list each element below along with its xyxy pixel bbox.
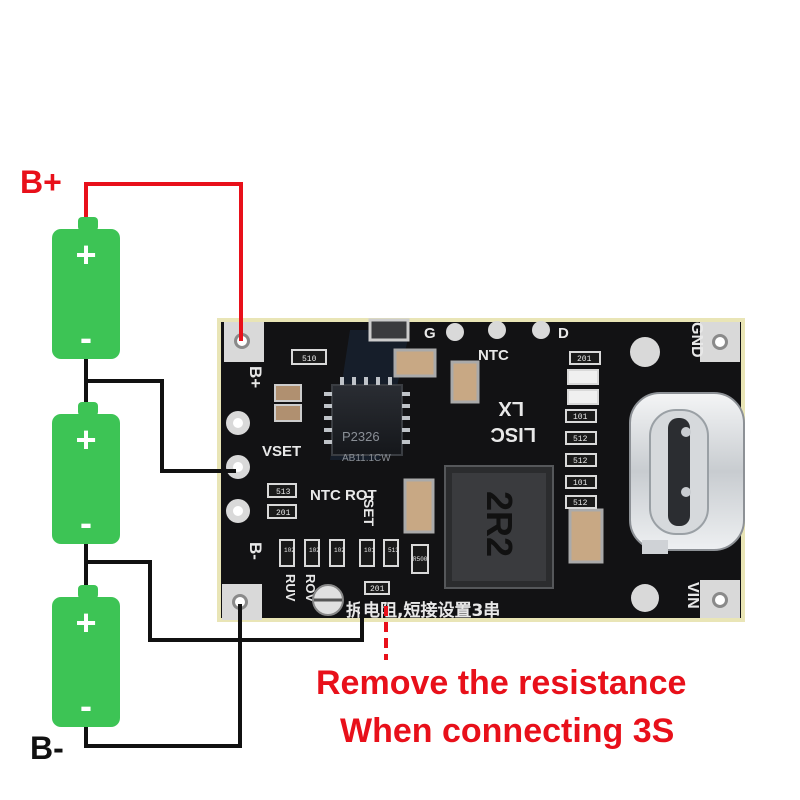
wire-balance-1 <box>86 379 236 473</box>
label-d: D <box>558 325 569 342</box>
resistor <box>383 539 399 567</box>
resistor <box>304 539 320 567</box>
resistor-code: R500 <box>413 556 428 563</box>
resistor-code: 102 <box>284 547 295 554</box>
resistor <box>565 431 597 445</box>
pad-label-bminus: B- <box>246 542 265 560</box>
resistor-code: 513 <box>276 488 291 497</box>
wire-bminus <box>84 604 242 748</box>
label-gnd: GND <box>688 322 705 358</box>
label-ntc-top: NTC <box>478 347 509 364</box>
capacitor <box>450 360 480 404</box>
resistor-code: 101 <box>573 479 588 488</box>
label-chinese-note: 拆电阻,短接设置3串 <box>346 600 500 621</box>
resistor <box>411 544 429 574</box>
resistor-code: 201 <box>276 509 291 518</box>
resistor <box>359 539 375 567</box>
resistor <box>267 504 297 519</box>
chip-name: P2326 <box>342 429 380 444</box>
capacitor <box>368 318 410 342</box>
label-iset: ISET <box>361 495 377 527</box>
wire-bplus <box>84 182 243 341</box>
resistor-code: 512 <box>573 457 588 466</box>
test-point-g <box>446 323 464 341</box>
wires <box>84 182 388 748</box>
annotation-line-2: When connecting 3S <box>340 712 675 750</box>
capacitor <box>393 348 437 378</box>
cell-2-plus: + <box>75 419 96 460</box>
test-point-bottom-right <box>631 584 659 612</box>
charger-ic: P2326 AB11.1CW <box>331 384 403 464</box>
cell-2-minus: - <box>80 502 92 543</box>
battery-cell-1: + - <box>52 217 120 359</box>
battery-cell-3: + - <box>52 585 120 727</box>
test-point-d <box>532 321 550 339</box>
charger-board: B+ B- VSET NTC ROT NTC G D GND VIN LX LI… <box>217 318 745 622</box>
cell-3-plus: + <box>75 602 96 643</box>
resistor <box>267 483 297 498</box>
resistor <box>291 349 327 365</box>
battery-cell-2: + - <box>52 402 120 544</box>
inductor-2r2: 2R2 <box>444 465 554 589</box>
resistor <box>565 453 597 467</box>
test-point-right <box>630 337 660 367</box>
pad-mid-1 <box>226 411 250 435</box>
pack-positive-label: B+ <box>20 164 62 200</box>
resistor <box>279 539 295 567</box>
pad-mid-2 <box>226 455 250 479</box>
resistor <box>565 475 597 489</box>
label-g: G <box>424 325 436 342</box>
resistor <box>569 351 601 365</box>
resistor-code: 201 <box>370 585 385 594</box>
resistor-code: 102 <box>309 547 320 554</box>
label-vin: VIN <box>684 582 701 609</box>
label-vset: VSET <box>262 443 301 460</box>
chip-code: AB11.1CW <box>342 453 391 464</box>
cell-1-plus: + <box>75 234 96 275</box>
pack-negative-label: B- <box>30 730 64 766</box>
pad-gnd <box>700 322 740 362</box>
capacitor <box>568 508 604 564</box>
resistor-code: 512 <box>573 435 588 444</box>
label-lx: LX <box>498 397 524 419</box>
usb-c-port[interactable] <box>629 392 745 554</box>
label-ntc-rot: NTC ROT <box>310 487 377 504</box>
pad-bplus <box>224 322 264 362</box>
resistor-code: 201 <box>577 355 592 364</box>
test-point-mid <box>488 321 506 339</box>
resistor-code: 512 <box>573 499 588 508</box>
resistor <box>329 539 345 567</box>
cell-1-minus: - <box>80 317 92 358</box>
capacitor <box>403 478 435 534</box>
annotation-line-1: Remove the resistance <box>316 664 687 702</box>
resistor-code: 102 <box>334 547 345 554</box>
pad-vin <box>700 580 740 618</box>
resistor-code: 513 <box>388 547 399 554</box>
resistor-code: 101 <box>573 413 588 422</box>
wire-balance-2 <box>86 560 364 642</box>
pad-label-bplus: B+ <box>246 366 265 388</box>
resistor <box>364 581 390 595</box>
capacitor <box>274 404 302 422</box>
label-ruv: RUV <box>283 574 298 602</box>
label-lisc: LISC <box>490 423 536 445</box>
led <box>567 389 599 405</box>
resistor-code: 101 <box>364 547 375 554</box>
inductor-label: 2R2 <box>479 491 520 557</box>
resistor <box>565 495 597 509</box>
resistor-code: 510 <box>302 355 317 364</box>
resistor <box>565 409 597 423</box>
capacitor <box>274 384 302 402</box>
cell-3-minus: - <box>80 685 92 726</box>
led <box>567 369 599 385</box>
pad-mid-3 <box>226 499 250 523</box>
